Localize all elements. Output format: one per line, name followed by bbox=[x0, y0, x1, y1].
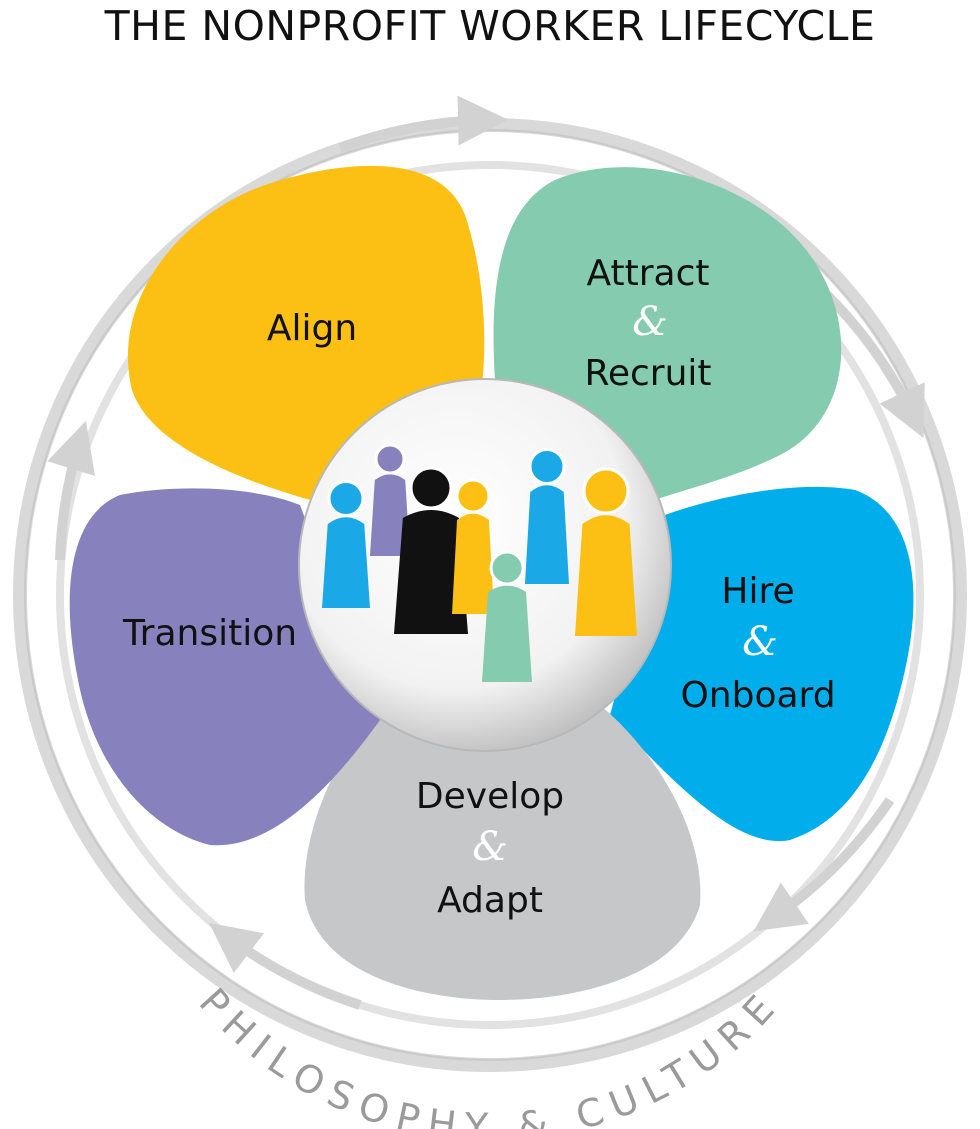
arrow-icon bbox=[209, 922, 362, 1010]
arrow-icon bbox=[47, 420, 95, 561]
person-head bbox=[528, 448, 566, 485]
person-body bbox=[482, 585, 532, 682]
person-body bbox=[525, 485, 569, 584]
person-body bbox=[322, 517, 370, 608]
arrow-icon bbox=[338, 95, 508, 153]
stage-label-attract: Attract bbox=[587, 253, 710, 294]
ampersand-attract: & bbox=[632, 299, 668, 345]
person-body bbox=[452, 513, 494, 614]
person-head bbox=[327, 480, 365, 517]
people-figures-icon bbox=[322, 443, 637, 682]
person-body bbox=[394, 510, 468, 634]
person-body bbox=[575, 515, 637, 636]
arrow-icon bbox=[753, 797, 895, 932]
petal-develop[interactable] bbox=[304, 700, 701, 1000]
person-head bbox=[374, 443, 406, 475]
stage-label-transition: Transition bbox=[122, 613, 297, 654]
ampersand-hire: & bbox=[742, 619, 778, 665]
stage-labels: Align Attract & Recruit Hire & Onboard D… bbox=[122, 253, 836, 921]
person-head bbox=[489, 550, 525, 586]
ampersand-develop: & bbox=[472, 824, 508, 870]
stage-label-adapt: Adapt bbox=[437, 880, 543, 921]
page-title: THE NONPROFIT WORKER LIFECYCLE bbox=[104, 2, 876, 50]
person-head bbox=[582, 467, 630, 515]
stage-label-onboard: Onboard bbox=[680, 675, 835, 716]
cycle-arrows bbox=[47, 95, 925, 1010]
person-head bbox=[409, 466, 453, 510]
stage-label-develop: Develop bbox=[416, 776, 564, 817]
person-head bbox=[455, 478, 491, 514]
person-body bbox=[370, 474, 410, 556]
stage-label-recruit: Recruit bbox=[584, 353, 711, 394]
stage-label-align: Align bbox=[267, 308, 357, 349]
petal-hire[interactable] bbox=[610, 486, 914, 842]
stage-label-hire: Hire bbox=[721, 571, 794, 612]
ring-caption: PHILOSOPHY & CULTURE bbox=[191, 980, 789, 1129]
